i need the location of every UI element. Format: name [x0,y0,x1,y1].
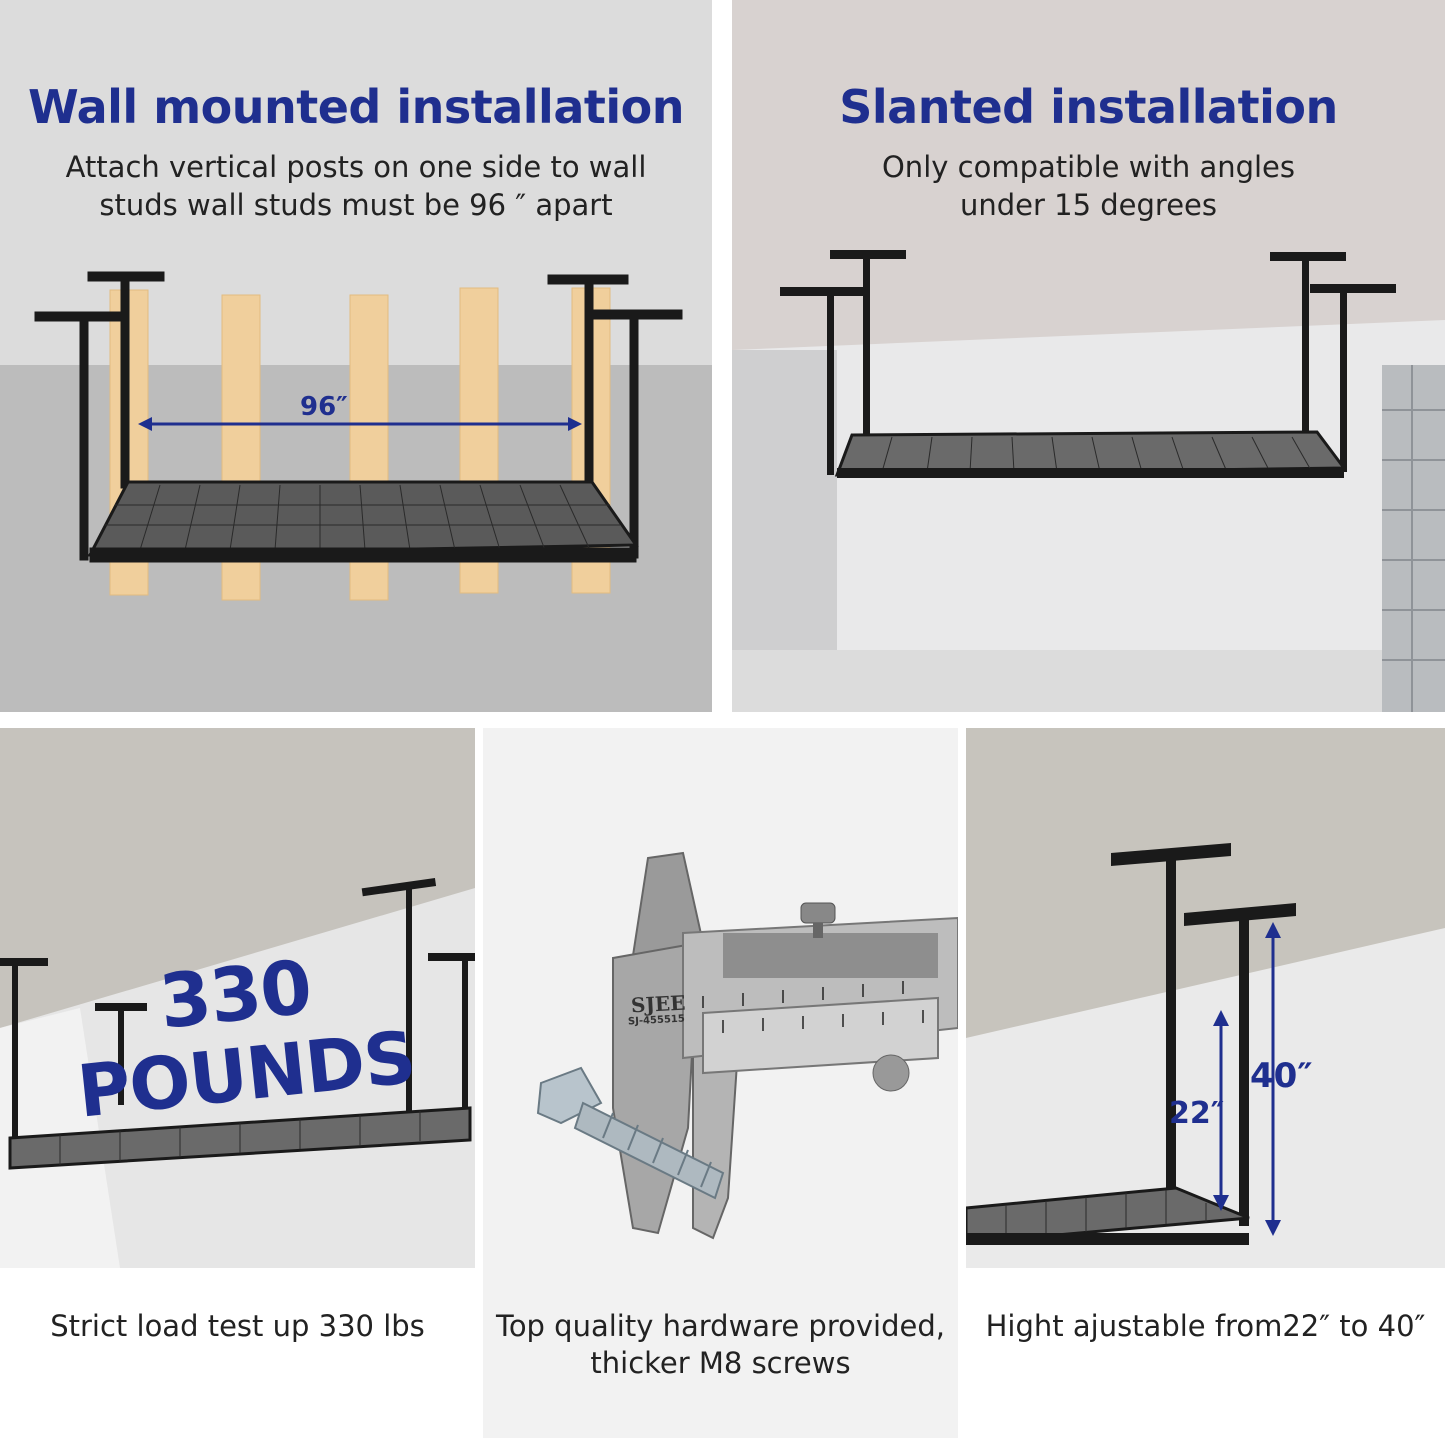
load-rack [0,878,475,1170]
height-dim-22: 22″ [1169,1096,1225,1131]
slanted-rack [780,250,1396,478]
panel-wall-mounted: Wall mounted installation Attach vertica… [0,0,712,712]
dimension-arrow-96 [138,417,582,431]
height-illustration [966,728,1445,1438]
hardware-caption-2: thicker M8 screws [590,1346,851,1380]
height-dim-40: 40″ [1250,1056,1313,1096]
slanted-illustration [732,0,1445,712]
load-caption: Strict load test up 330 lbs [50,1309,425,1343]
wall-dimension-label: 96″ [300,392,348,422]
hardware-caption-1: Top quality hardware provided, [496,1309,945,1343]
wall-subtitle-2: studs wall studs must be 96 ″ apart [99,188,613,222]
panel-hardware: SJEE SJ-455515 Top quality hardware prov… [483,728,958,1438]
height-caption: Hight ajustable from22″ to 40″ [985,1309,1426,1343]
load-illustration [0,728,475,1438]
panel-load: 330 POUNDS Strict load test up 330 lbs [0,728,475,1438]
caliper-illustration [483,728,958,1438]
height-rack [966,843,1296,1245]
wall-subtitle-1: Attach vertical posts on one side to wal… [65,150,647,184]
rack-frame [34,271,683,563]
slanted-title: Slanted installation [839,80,1338,134]
glass-blocks [1382,365,1445,712]
wall-title: Wall mounted installation [28,80,684,134]
m8-bolt [536,1066,725,1200]
panel-height: 22″ 40″ Hight ajustable from22″ to 40″ [966,728,1445,1438]
wall-mounted-illustration [0,0,712,712]
panel-slanted: Slanted installation Only compatible wit… [732,0,1445,712]
slanted-subtitle-2: under 15 degrees [959,188,1217,222]
height-dimension-arrows [1213,922,1281,1236]
slanted-subtitle-1: Only compatible with angles [881,150,1296,184]
